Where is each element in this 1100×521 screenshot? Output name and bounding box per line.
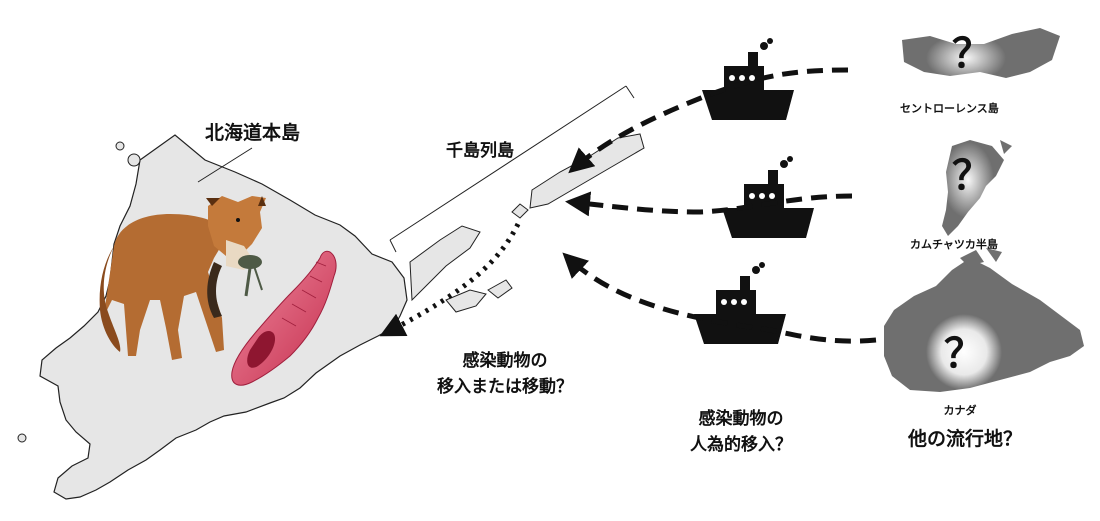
arrow-st-lawrence: [568, 67, 849, 174]
canada-map: [884, 248, 1084, 392]
hokkaido-leader-line: [197, 147, 253, 183]
ship-icon: [722, 156, 814, 238]
hokkaido-map: [39, 134, 408, 500]
other-endemic-label: 他の流行地？: [907, 428, 1022, 450]
question-mark-st-lawrence: ？: [952, 31, 992, 77]
question-mark-canada: ？: [944, 331, 984, 377]
ship-icon: [702, 38, 794, 120]
tapeworm-figure: [231, 250, 337, 386]
human-intro-label: 感染動物の 人為的移入？: [690, 409, 792, 455]
arrow-kamchatka: [565, 191, 853, 217]
red-fox-figure: [99, 196, 266, 360]
kamchatka-map: [942, 140, 1012, 236]
small-island-okushiri: [17, 433, 27, 443]
small-island-rishiri: [127, 153, 141, 167]
small-island-rebun: [115, 141, 125, 151]
arrow-kuril-to-hokkaido: [379, 222, 521, 337]
kuril-label: 千島列島: [446, 141, 514, 161]
st-lawrence-map: [902, 28, 1060, 82]
infected-move-label: 感染動物の 移入または移動？: [437, 351, 573, 397]
question-mark-kamchatka: ？: [952, 153, 992, 199]
st-lawrence-label: セントローレンス島: [900, 102, 999, 115]
hokkaido-label: 北海道本島: [205, 122, 301, 144]
kuril-bracket: [389, 85, 635, 253]
arrow-canada: [562, 252, 877, 344]
canada-label: カナダ: [943, 404, 977, 417]
migration-arrows: [562, 67, 877, 344]
kamchatka-label: カムチャツカ半島: [910, 238, 998, 251]
